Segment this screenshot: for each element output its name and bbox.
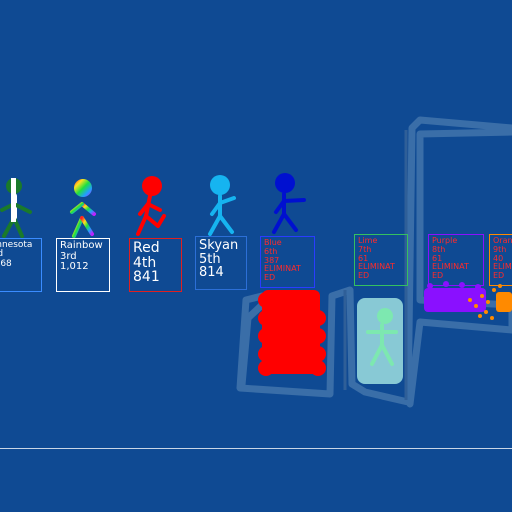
ground-line xyxy=(0,448,512,449)
elim-extra: ED xyxy=(493,271,505,281)
standing-card-rainbow: Rainbow 3rd 1,012 xyxy=(56,238,110,292)
minnesota-runner xyxy=(0,178,32,238)
standing-name: Minnesota xyxy=(0,240,33,250)
eliminated-card-orange: Orange 9th 40 ELIMINAT ED xyxy=(489,234,512,286)
eliminated-card-blue: Blue 6th 387 ELIMINAT ED xyxy=(260,236,315,288)
standing-name: Red xyxy=(133,240,160,256)
standing-score: 1,168 xyxy=(0,258,12,269)
elim-place: 8th xyxy=(432,244,446,254)
elim-name: Blue xyxy=(264,238,282,247)
elim-place: 7th xyxy=(358,244,372,254)
elim-name: Lime xyxy=(358,236,378,245)
eliminated-card-purple: Purple 8th 61 ELIMINAT ED xyxy=(428,234,484,286)
lime-ghost-box xyxy=(357,298,403,384)
eliminated-card-lime: Lime 7th 61 ELIMINAT ED xyxy=(354,234,408,286)
orange-particles xyxy=(468,284,512,320)
elim-extra: ED xyxy=(264,273,276,283)
red-balls-pile xyxy=(258,290,326,376)
elim-place: 9th xyxy=(493,244,507,254)
elim-name: Purple xyxy=(432,236,458,245)
elim-status: ELIMINAT xyxy=(264,264,301,274)
elim-name: Orange xyxy=(493,236,512,245)
elim-extra: ED xyxy=(358,271,370,281)
standing-score: 841 xyxy=(133,269,160,286)
elim-score: 61 xyxy=(358,253,369,263)
elim-score: 387 xyxy=(264,255,280,265)
skyan-runner xyxy=(208,175,236,236)
standing-place: 3rd xyxy=(60,250,77,262)
standing-score: 814 xyxy=(199,265,224,281)
standing-card-red: Red 4th 841 xyxy=(129,238,182,292)
elim-status: ELIMINAT xyxy=(358,262,395,272)
track-outline-inner xyxy=(343,130,408,400)
elim-score: 61 xyxy=(432,253,443,263)
elim-score: 40 xyxy=(493,253,504,263)
blue-runner xyxy=(272,173,306,234)
standing-place: 4th xyxy=(133,254,157,271)
standing-place: 2nd xyxy=(0,249,4,260)
standing-score: 1,012 xyxy=(60,261,89,272)
elim-extra: ED xyxy=(432,271,444,281)
red-runner xyxy=(136,176,166,236)
standing-card-minnesota: Minnesota 2nd 1,168 xyxy=(0,238,42,292)
elim-status: ELIMINAT xyxy=(493,262,512,272)
elim-status: ELIMINAT xyxy=(432,262,469,272)
standing-card-skyan: Skyan 5th 814 xyxy=(195,236,247,290)
standing-place: 5th xyxy=(199,251,221,267)
rainbow-runner xyxy=(70,179,96,238)
standing-name: Rainbow xyxy=(60,240,103,251)
standing-name: Skyan xyxy=(199,238,239,253)
elim-place: 6th xyxy=(264,246,278,256)
